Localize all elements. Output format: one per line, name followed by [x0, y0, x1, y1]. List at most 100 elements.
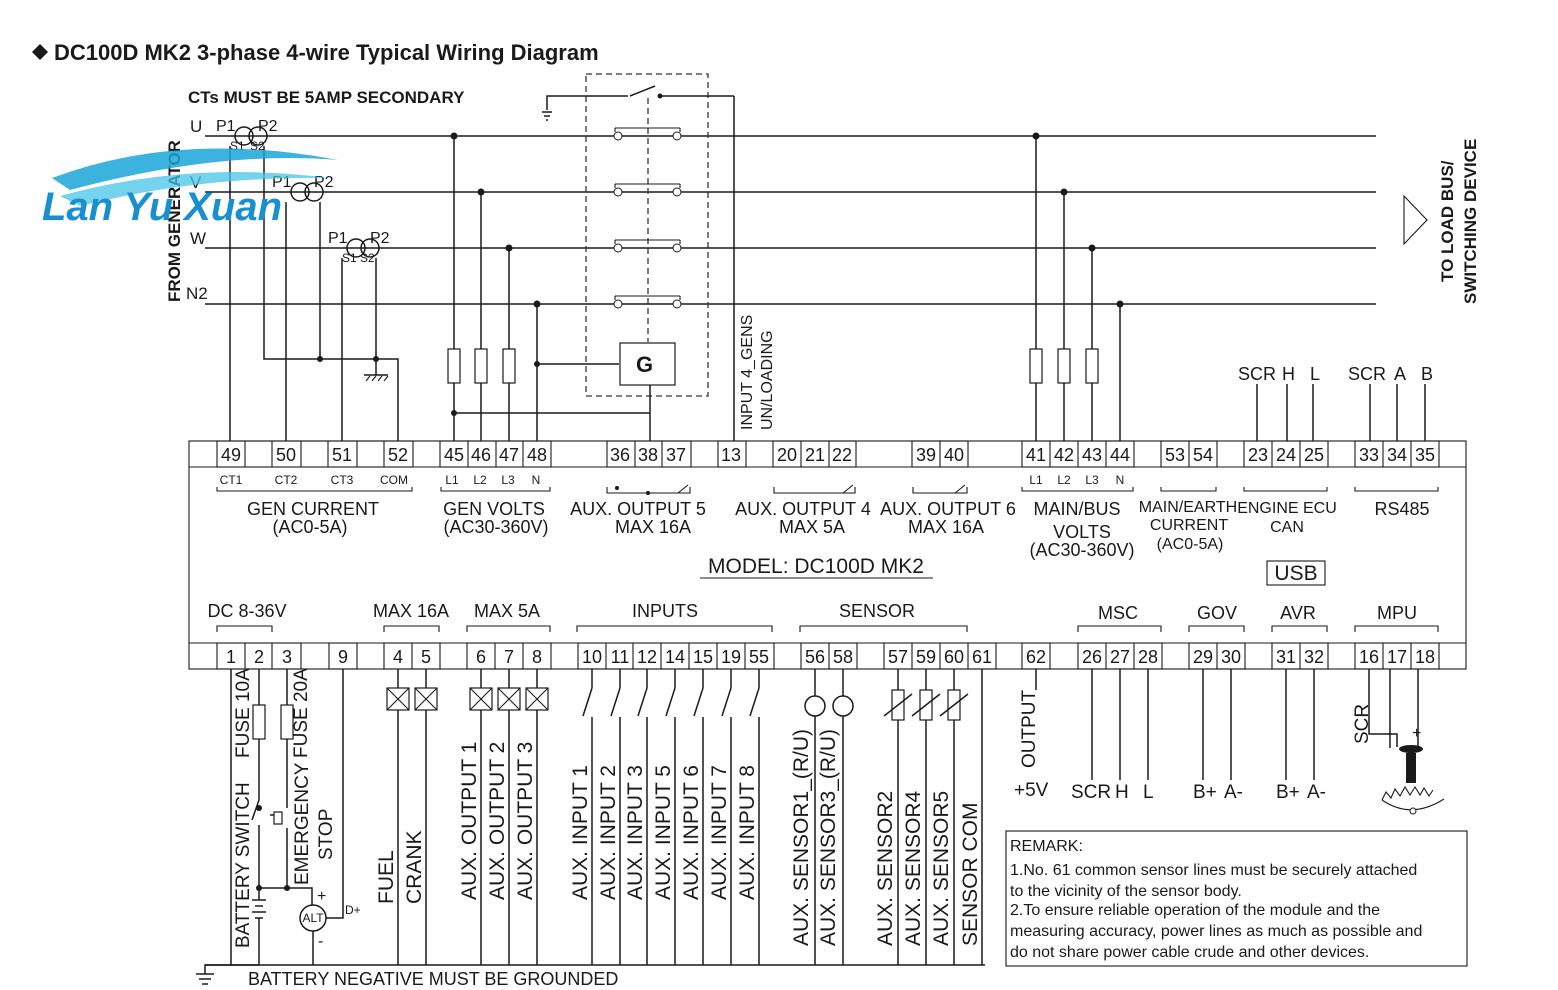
svg-text:55: 55	[749, 647, 769, 667]
svg-text:52: 52	[388, 445, 408, 465]
sensor4-label: AUX. SENSOR4	[902, 790, 925, 946]
top-terminal-blocks	[216, 440, 1440, 468]
gov-aminus-label: A-	[1224, 782, 1243, 803]
svg-text:24: 24	[1276, 445, 1296, 465]
svg-text:18: 18	[1415, 647, 1435, 667]
aux-output-1-label: AUX. OUTPUT 1	[458, 742, 481, 900]
svg-text:MAX 16A: MAX 16A	[908, 517, 984, 537]
svg-text:MAIN/EARTH: MAIN/EARTH	[1139, 499, 1237, 516]
msc-scr-label: SCR	[1071, 782, 1111, 803]
usb-label: USB	[1274, 562, 1317, 585]
svg-text:P2: P2	[258, 118, 278, 135]
svg-text:AUX. OUTPUT 4: AUX. OUTPUT 4	[735, 499, 871, 519]
mpu-sensor	[1368, 669, 1445, 815]
svg-text:S2: S2	[360, 251, 375, 265]
phase-lines: U V W N2	[186, 117, 1376, 305]
svg-text:MPU: MPU	[1377, 603, 1417, 623]
svg-text:7: 7	[504, 647, 514, 667]
remark-title: REMARK:	[1010, 838, 1083, 855]
svg-text:36: 36	[610, 445, 630, 465]
sensor5-label: AUX. SENSOR5	[930, 791, 953, 946]
svg-text:CAN: CAN	[1270, 519, 1304, 536]
svg-text:6: 6	[476, 647, 486, 667]
svg-text:L3: L3	[501, 473, 515, 487]
top-group-brackets	[216, 484, 1439, 496]
alt-label: ALT	[302, 911, 324, 925]
sensor-wiring	[804, 669, 983, 965]
emergency-stop-label-1: EMERGENCY	[292, 762, 313, 885]
svg-text:19: 19	[721, 647, 741, 667]
svg-text:VOLTS: VOLTS	[1053, 522, 1111, 542]
svg-text:AUX. OUTPUT 5: AUX. OUTPUT 5	[570, 499, 706, 519]
svg-text:5: 5	[421, 647, 431, 667]
d-plus-label: D+	[345, 903, 361, 917]
svg-text:13: 13	[721, 445, 741, 465]
svg-text:12: 12	[637, 647, 657, 667]
svg-text:38: 38	[638, 445, 658, 465]
svg-text:32: 32	[1304, 647, 1324, 667]
bottom-group-labels: DC 8-36V MAX 16A MAX 5A INPUTS SENSOR MS…	[207, 601, 1417, 623]
top-group-labels: GEN CURRENT (AC0-5A) GEN VOLTS (AC30-360…	[247, 499, 1135, 560]
svg-text:L1: L1	[1029, 473, 1043, 487]
top-small-group-labels: MAIN/EARTH CURRENT (AC0-5A) ENGINE ECU C…	[1139, 499, 1337, 553]
crank-label: CRANK	[403, 830, 426, 904]
svg-text:CT3: CT3	[331, 473, 354, 487]
page-title: DC100D MK2 3-phase 4-wire Typical Wiring…	[54, 40, 599, 65]
ct-note: CTs MUST BE 5AMP SECONDARY	[188, 88, 465, 107]
svg-text:AUX. OUTPUT 6: AUX. OUTPUT 6	[880, 499, 1016, 519]
svg-text:37: 37	[666, 445, 686, 465]
svg-text:21: 21	[805, 445, 825, 465]
svg-text:P2: P2	[370, 230, 390, 247]
avr-aminus-label: A-	[1307, 782, 1326, 803]
svg-text:3: 3	[282, 647, 292, 667]
svg-text:(AC0-5A): (AC0-5A)	[272, 517, 347, 537]
svg-text:33: 33	[1359, 445, 1379, 465]
svg-text:16: 16	[1359, 647, 1379, 667]
fuse-10a-label: FUSE 10A	[233, 668, 254, 758]
input-3-label: AUX. INPUT 3	[624, 765, 647, 900]
line-label-n2: N2	[186, 284, 208, 303]
svg-text:MAIN/BUS: MAIN/BUS	[1033, 499, 1120, 519]
svg-text:S1: S1	[342, 251, 357, 265]
watermark-logo: Lan Yu Xuan	[42, 148, 338, 229]
svg-text:42: 42	[1054, 445, 1074, 465]
alt-plus-label: +	[317, 888, 326, 905]
svg-text:49: 49	[221, 445, 241, 465]
svg-text:20: 20	[777, 445, 797, 465]
battery-switch-label: BATTERY SWITCH	[233, 782, 254, 948]
remark-line-1: 1.No. 61 common sensor lines must be sec…	[1010, 862, 1417, 879]
remark-line-4: measuring accuracy, power lines as much …	[1010, 923, 1422, 940]
svg-text:11: 11	[611, 647, 630, 667]
svg-text:10: 10	[582, 647, 602, 667]
to-load-label-2: SWITCHING DEVICE	[1461, 139, 1480, 304]
svg-text:MAX 5A: MAX 5A	[474, 601, 540, 621]
remark-line-2: to the vicinity of the sensor body.	[1010, 883, 1242, 900]
svg-text:L2: L2	[473, 473, 487, 487]
sensor3-label: AUX. SENSOR3_(R/U)	[817, 729, 840, 946]
svg-text:N: N	[1116, 473, 1125, 487]
svg-text:59: 59	[916, 647, 936, 667]
svg-text:61: 61	[972, 647, 992, 667]
bottom-group-brackets	[216, 625, 1439, 632]
aux-output-2-label: AUX. OUTPUT 2	[486, 742, 509, 900]
svg-text:CURRENT: CURRENT	[1150, 517, 1228, 534]
remark-line-3: 2.To ensure reliable operation of the mo…	[1010, 902, 1380, 919]
digital-input-switches	[582, 669, 760, 965]
line-label-w: W	[190, 229, 206, 248]
svg-text:27: 27	[1110, 647, 1130, 667]
svg-text:AVR: AVR	[1280, 603, 1316, 623]
sensor2-label: AUX. SENSOR2	[874, 791, 897, 946]
svg-text:1: 1	[226, 647, 236, 667]
svg-text:34: 34	[1387, 445, 1407, 465]
gov-bplus-label: B+	[1193, 782, 1217, 803]
load-arrow-icon	[1403, 194, 1428, 246]
svg-text:CT2: CT2	[275, 473, 298, 487]
svg-text:54: 54	[1193, 445, 1213, 465]
sensor-com-label: SENSOR COM	[959, 802, 982, 946]
svg-text:(AC0-5A): (AC0-5A)	[1157, 536, 1224, 553]
input-8-label: AUX. INPUT 8	[736, 765, 759, 900]
svg-text:SENSOR: SENSOR	[839, 601, 915, 621]
svg-text:P1: P1	[216, 118, 236, 135]
